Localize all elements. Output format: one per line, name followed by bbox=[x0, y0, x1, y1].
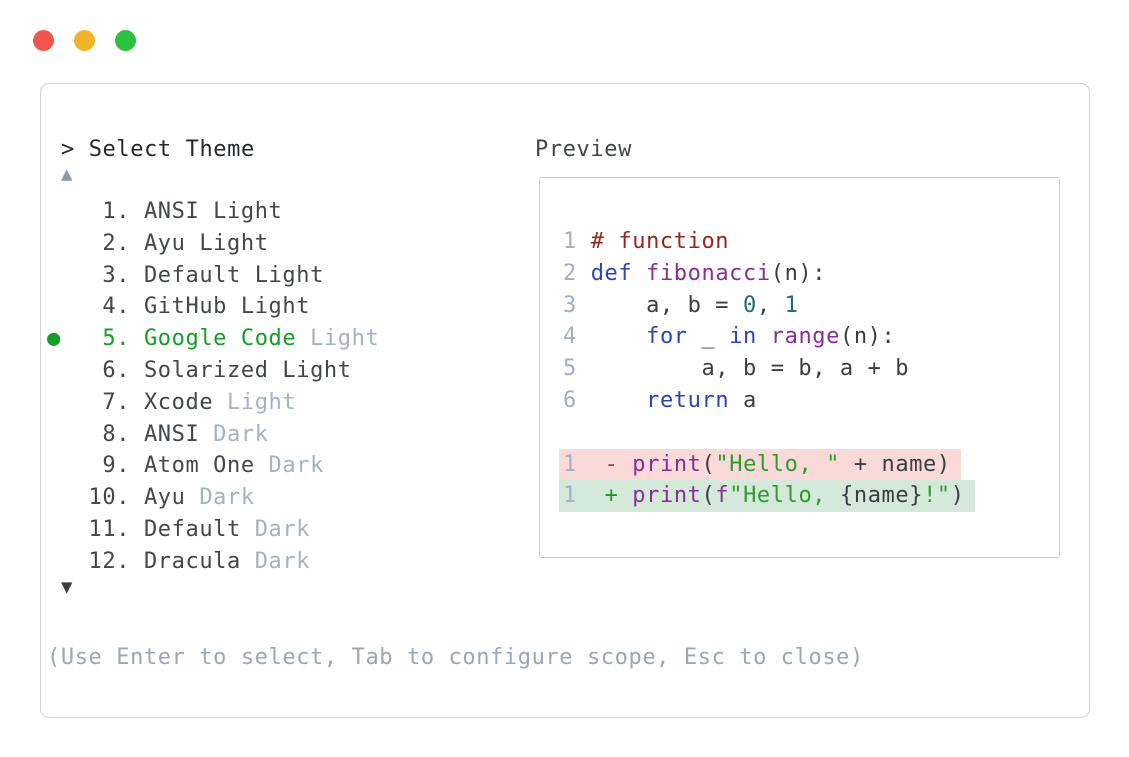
theme-item-3[interactable]: 3. Default Light bbox=[88, 262, 324, 288]
blank-line bbox=[563, 417, 1059, 449]
code-line: 1 # function bbox=[563, 229, 730, 254]
code-line: 2 def fibonacci(n): bbox=[563, 260, 827, 286]
diff-line-added: 1 + print(f"Hello, {name}!") bbox=[559, 480, 1059, 513]
theme-item-6[interactable]: 6. Solarized Light bbox=[88, 357, 352, 383]
help-text: (Use Enter to select, Tab to configure s… bbox=[47, 645, 864, 670]
theme-item-12[interactable]: 12. Dracula Dark bbox=[88, 548, 311, 574]
code-line: 3 a, b = 0, 1 bbox=[563, 292, 799, 318]
code-line: 4 for _ in range(n): bbox=[563, 324, 896, 350]
close-button[interactable] bbox=[33, 30, 54, 51]
code-line: 5 a, b = b, a + b bbox=[563, 356, 910, 382]
theme-picker-panel: > Select Theme ▲ 1. ANSI Light 2. Ayu Li… bbox=[40, 83, 1090, 718]
theme-item-8[interactable]: 8. ANSI Dark bbox=[88, 421, 269, 447]
zoom-button[interactable] bbox=[115, 30, 136, 51]
diff-line-removed: 1 - print("Hello, " + name) bbox=[559, 448, 1059, 481]
theme-list: 1. ANSI Light 2. Ayu Light 3. Default Li… bbox=[47, 196, 379, 578]
minimize-button[interactable] bbox=[74, 30, 95, 51]
select-theme-prompt: > Select Theme bbox=[61, 137, 255, 162]
theme-item-9[interactable]: 9. Atom One Dark bbox=[88, 453, 324, 479]
theme-item-2[interactable]: 2. Ayu Light bbox=[88, 230, 269, 256]
theme-item-1[interactable]: 1. ANSI Light bbox=[88, 199, 283, 224]
scroll-up-icon: ▲ bbox=[61, 163, 74, 185]
theme-item-7[interactable]: 7. Xcode Light bbox=[88, 389, 297, 415]
code-preview: 1 # function 2 def fibonacci(n): 3 a, b = … bbox=[540, 178, 1059, 513]
theme-item-5[interactable]: ● 5. Google Code Light bbox=[47, 326, 380, 352]
theme-item-11[interactable]: 11. Default Dark bbox=[88, 516, 311, 542]
theme-item-4[interactable]: 4. GitHub Light bbox=[88, 294, 311, 320]
theme-item-10[interactable]: 10. Ayu Dark bbox=[88, 485, 255, 511]
code-line: 6 return a bbox=[563, 387, 757, 413]
preview-title: Preview bbox=[535, 137, 632, 162]
preview-box: 1 # function 2 def fibonacci(n): 3 a, b = … bbox=[539, 177, 1060, 558]
scroll-down-icon: ▼ bbox=[61, 576, 74, 598]
window-controls bbox=[33, 30, 136, 51]
